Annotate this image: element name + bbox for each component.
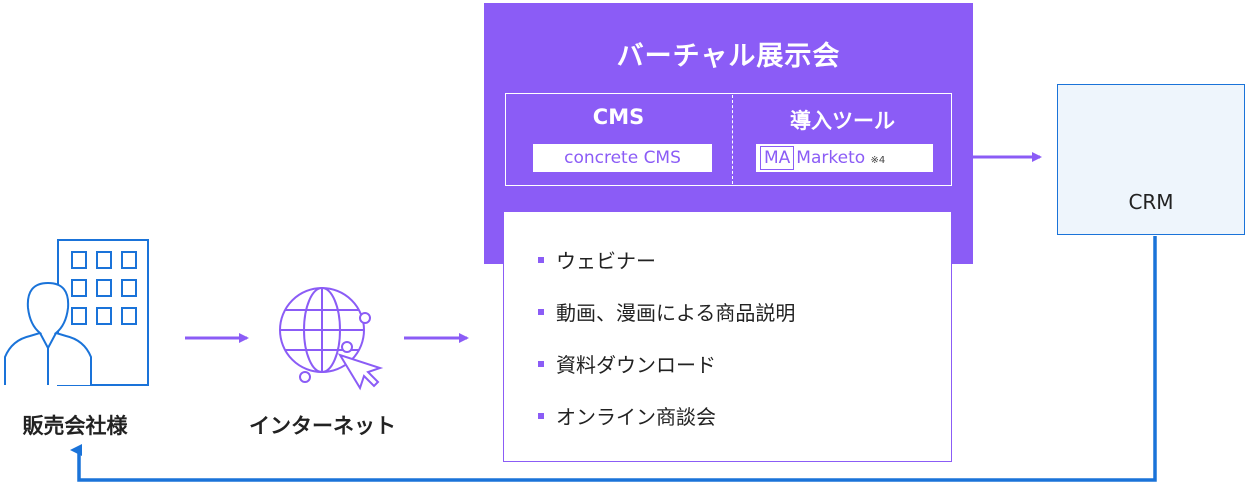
tools-box — [505, 93, 952, 186]
bullet — [538, 360, 544, 367]
internet-caption: インターネット — [249, 414, 396, 438]
tools-divider — [732, 95, 733, 184]
cms-heading: CMS — [592, 105, 645, 129]
cms-product: concrete CMS — [533, 144, 712, 172]
building-person-icon — [4, 239, 149, 386]
arrow-crm-to-seller — [70, 236, 1157, 482]
crm-label: CRM — [1128, 190, 1174, 214]
bullet — [538, 256, 544, 263]
feature-list — [503, 211, 952, 462]
list-item: 動画、漫画による商品説明 — [538, 297, 795, 326]
bullet — [538, 308, 544, 315]
globe-cursor-icon — [279, 287, 384, 391]
bullet — [538, 412, 544, 419]
tools-heading: 導入ツール — [790, 109, 895, 133]
list-item: 資料ダウンロード — [538, 349, 716, 378]
virtual-expo-title: バーチャル展示会 — [616, 41, 841, 72]
ma-badge: MA — [760, 146, 795, 170]
ma-product: Marketo — [796, 148, 866, 168]
crm-box — [1057, 84, 1245, 235]
seller-caption: 販売会社様 — [22, 414, 128, 438]
list-item: オンライン商談会 — [538, 401, 716, 430]
list-item: ウェビナー — [538, 245, 656, 274]
ma-footnote: ※4 — [870, 155, 886, 166]
